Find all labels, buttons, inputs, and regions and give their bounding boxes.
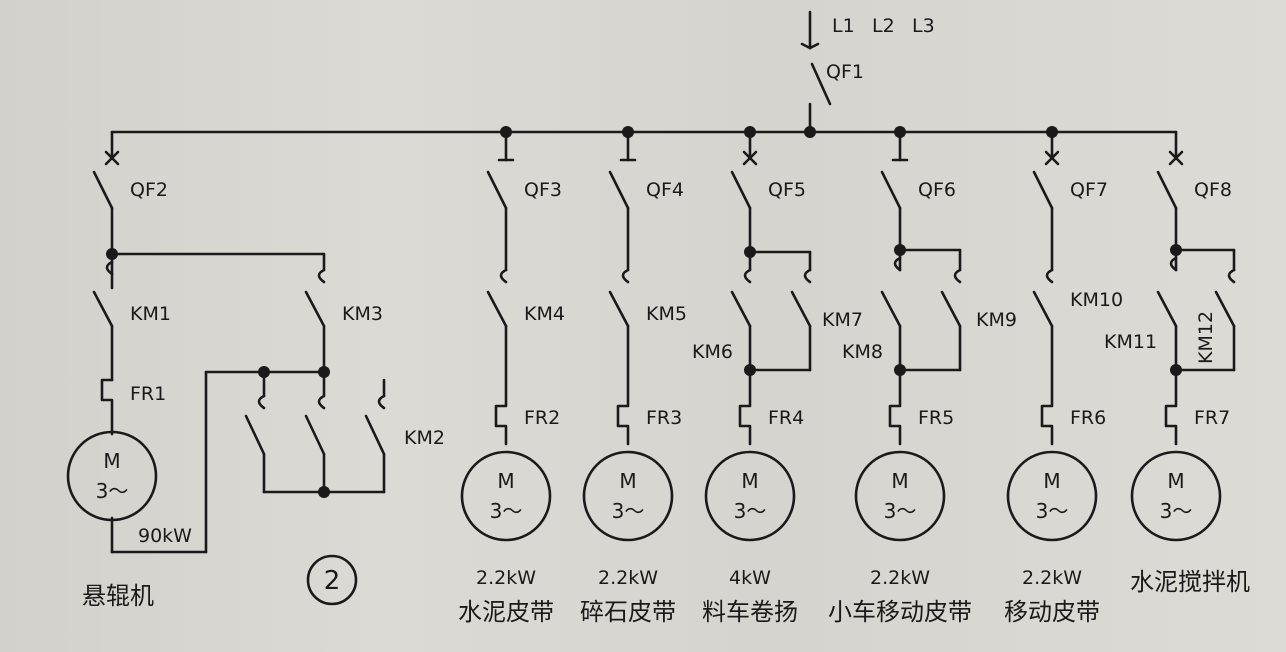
overload-label: FR2 xyxy=(524,407,560,429)
overload-label: FR4 xyxy=(768,407,804,429)
breaker-label: QF6 xyxy=(918,179,956,201)
contactor-label: KM5 xyxy=(646,303,687,325)
motor-phase: 3～ xyxy=(734,499,767,523)
power-label: 4kW xyxy=(729,567,771,589)
overload-label: FR5 xyxy=(918,407,954,429)
phase-label: L3 xyxy=(912,15,935,37)
motor-phase: 3～ xyxy=(1160,499,1193,523)
breaker-label: QF7 xyxy=(1070,179,1108,201)
power-label: 2.2kW xyxy=(476,567,536,589)
branch-qf3 xyxy=(460,130,552,542)
power-label: 2.2kW xyxy=(870,567,930,589)
branch-qf6 xyxy=(854,130,962,542)
motor-letter: M xyxy=(741,469,758,493)
contactor-label: KM4 xyxy=(524,303,565,325)
contactor-label: KM1 xyxy=(130,303,171,325)
qf1-label: QF1 xyxy=(826,61,864,83)
overload-label: FR7 xyxy=(1194,407,1230,429)
motor-name: 碎石皮带 xyxy=(580,598,676,626)
motor-letter: M xyxy=(103,449,120,473)
contactor-label: KM3 xyxy=(342,303,383,325)
branch-qf8 xyxy=(1130,130,1236,542)
phase-label: L2 xyxy=(872,15,895,37)
main-supply xyxy=(800,10,832,134)
motor-name: 水泥皮带 xyxy=(458,598,554,626)
contactor-label: KM8 xyxy=(842,341,883,363)
contactor-label: KM2 xyxy=(404,427,445,449)
overload-label: FR6 xyxy=(1070,407,1106,429)
breaker-label: QF4 xyxy=(646,179,684,201)
motor-letter: M xyxy=(1167,469,1184,493)
motor-phase: 3～ xyxy=(612,499,645,523)
motor-letter: M xyxy=(891,469,908,493)
motor-name: 悬辊机 xyxy=(82,582,154,610)
motor-name: 小车移动皮带 xyxy=(828,598,972,626)
phase-label: L1 xyxy=(832,15,855,37)
contactor-label: KM11 xyxy=(1104,331,1157,353)
branch-qf7 xyxy=(1006,130,1098,542)
contactor-label: KM9 xyxy=(976,309,1017,331)
motor-name: 水泥搅拌机 xyxy=(1130,568,1250,596)
branch-qf2 xyxy=(66,130,386,554)
power-label: 2.2kW xyxy=(598,567,658,589)
contactor-label: KM12 xyxy=(1195,311,1217,364)
branch-qf4 xyxy=(582,130,674,542)
motor-phase: 3～ xyxy=(490,499,523,523)
breaker-label: QF3 xyxy=(524,179,562,201)
breaker-label: QF5 xyxy=(768,179,806,201)
motor-letter: M xyxy=(619,469,636,493)
overload-label: FR3 xyxy=(646,407,682,429)
branch-qf5 xyxy=(704,130,812,542)
drawing-number-circle xyxy=(306,554,358,606)
motor-letter: M xyxy=(1043,469,1060,493)
breaker-label: QF2 xyxy=(130,179,168,201)
power-label: 90kW xyxy=(138,525,192,547)
motor-letter: M xyxy=(497,469,514,493)
motor-phase: 3～ xyxy=(1036,499,1069,523)
motor-phase: 3～ xyxy=(96,479,129,503)
junction-dot xyxy=(804,126,816,138)
motor-name: 移动皮带 xyxy=(1004,598,1100,626)
power-label: 2.2kW xyxy=(1022,567,1082,589)
drawing-number: 2 xyxy=(324,566,341,596)
contactor-label: KM7 xyxy=(822,309,863,331)
motor-name: 料车卷扬 xyxy=(702,598,798,626)
overload-label: FR1 xyxy=(130,383,166,405)
contactor-label: KM10 xyxy=(1070,289,1123,311)
breaker-label: QF8 xyxy=(1194,179,1232,201)
contactor-label: KM6 xyxy=(692,341,733,363)
motor-phase: 3～ xyxy=(884,499,917,523)
